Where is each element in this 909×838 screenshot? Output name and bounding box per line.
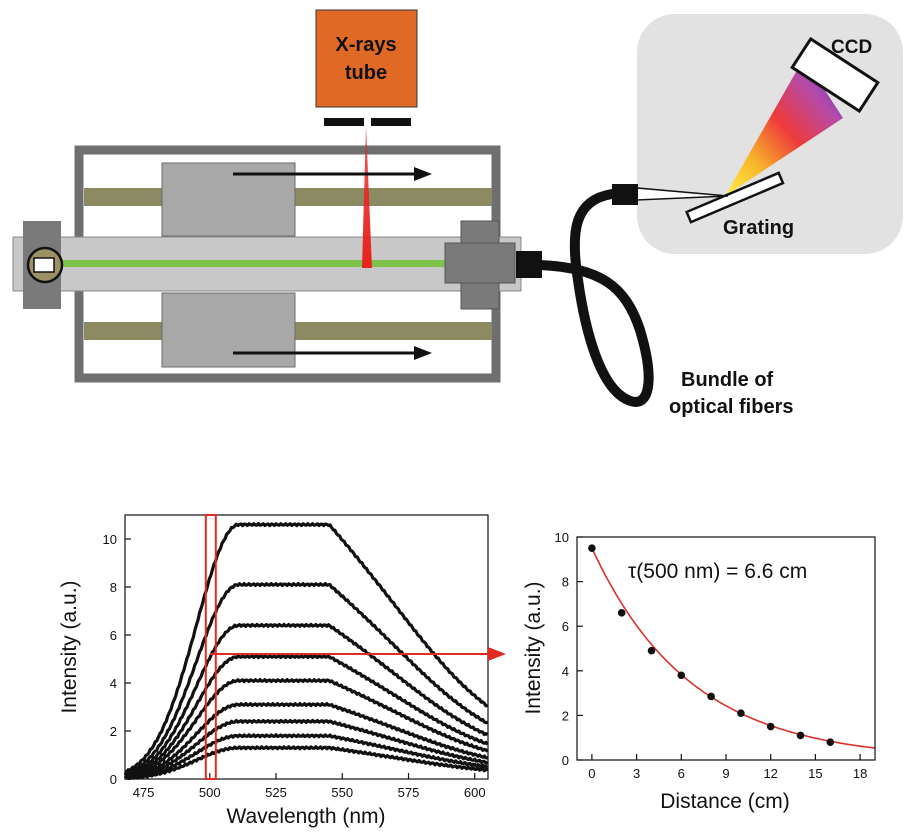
y-tick-label: 4 (110, 676, 117, 691)
x-tick-label: 575 (398, 785, 420, 800)
data-point (826, 738, 835, 746)
collimator-left (324, 118, 364, 126)
y-tick-label: 4 (562, 664, 569, 679)
spectra-curves (123, 522, 489, 780)
grating (684, 171, 785, 224)
y-tick-label: 6 (110, 628, 117, 643)
scintillating-fiber (56, 260, 456, 267)
data-point (766, 722, 775, 731)
transfer-arrow (210, 647, 506, 661)
y-tick-label: 2 (110, 724, 117, 739)
y-tick-label: 0 (110, 772, 117, 787)
spectrum-curve (123, 622, 489, 777)
y-tick-label: 2 (562, 708, 569, 723)
y-tick-label: 0 (562, 753, 569, 768)
x-tick-label: 600 (464, 785, 486, 800)
attenuation-y-axis-title: Intensity (a.u.) (522, 581, 545, 714)
y-tick-label: 10 (103, 532, 117, 547)
xray-tube-label-line2: tube (345, 62, 387, 84)
spectrum-curve (124, 522, 488, 775)
ccd-label: CCD (831, 37, 872, 58)
spectra-x-axis-title: Wavelength (nm) (226, 805, 385, 828)
wavelength-highlight-box (204, 514, 217, 780)
xray-beam (362, 126, 372, 268)
attenuation-annotation: τ(500 nm) = 6.6 cm (628, 560, 807, 583)
x-tick-label: 15 (808, 766, 822, 781)
spectrum-curve (124, 654, 489, 778)
x-tick-label: 525 (265, 785, 287, 800)
xray-tube-label-line1: X-rays (335, 34, 396, 56)
x-tick-label: 9 (722, 766, 729, 781)
grating-label: Grating (723, 217, 794, 239)
data-point (707, 692, 715, 701)
collimator-right (371, 118, 411, 126)
data-point (647, 646, 656, 655)
x-tick-label: 500 (199, 785, 221, 800)
motion-arrow-top (233, 167, 432, 181)
spectrum-curve (123, 702, 488, 780)
y-tick-label: 8 (562, 575, 569, 590)
attenuation-ticks: 0 3 6 9 12 15 18 0 2 4 6 8 10 (555, 530, 868, 781)
dispersed-light-fan (725, 58, 843, 196)
end-cap-right-h (444, 242, 516, 284)
x-tick-label: 12 (763, 766, 777, 781)
x-tick-label: 0 (588, 766, 595, 781)
spectra-ticks: 475 500 525 550 575 600 0 2 4 6 8 10 (103, 532, 486, 800)
ccd-sensor (790, 36, 880, 114)
fibers-label-line2: optical fibers (669, 396, 793, 418)
spectra-y-axis-title: Intensity (a.u.) (58, 580, 81, 713)
xray-tube (315, 9, 418, 108)
data-point (737, 709, 745, 717)
y-tick-label: 6 (562, 619, 569, 634)
attenuation-chart: 0 3 6 9 12 15 18 0 2 4 6 8 10 τ(500 nm) = 6.6 cm Dis… (522, 530, 876, 813)
y-tick-label: 10 (555, 530, 569, 545)
spectra-chart: 475 500 525 550 575 600 0 2 4 6 8 10 Wavelength (nm… (58, 514, 506, 828)
fiber-connector-out (516, 251, 542, 278)
x-tick-label: 550 (331, 785, 353, 800)
fiber-end-window (33, 257, 55, 273)
fiber-connector-in (612, 184, 638, 205)
data-point (617, 609, 626, 617)
experimental-setup: CCD Grating Bundle of optical fibers X-r… (12, 9, 903, 418)
attenuation-x-axis-title: Distance (cm) (660, 790, 790, 813)
spectrum-curve (124, 718, 489, 780)
data-point (796, 731, 805, 740)
spectrum-curve (123, 582, 488, 776)
data-point (588, 544, 596, 552)
spectra-plot-frame (124, 514, 489, 780)
motion-arrow-bottom (233, 346, 432, 360)
y-tick-label: 8 (110, 580, 117, 595)
spectrum-curve (124, 678, 489, 779)
spectrum-curve (123, 745, 488, 780)
slider-bottom (161, 292, 296, 368)
fibers-label-line1: Bundle of (681, 369, 774, 391)
x-tick-label: 6 (678, 766, 685, 781)
attenuation-plot (588, 544, 876, 749)
x-tick-label: 18 (853, 766, 867, 781)
spectrum-curve (124, 733, 489, 780)
data-point (677, 671, 686, 680)
optical-fiber-bundle (535, 189, 654, 407)
x-tick-label: 3 (633, 766, 640, 781)
x-tick-label: 475 (133, 785, 155, 800)
